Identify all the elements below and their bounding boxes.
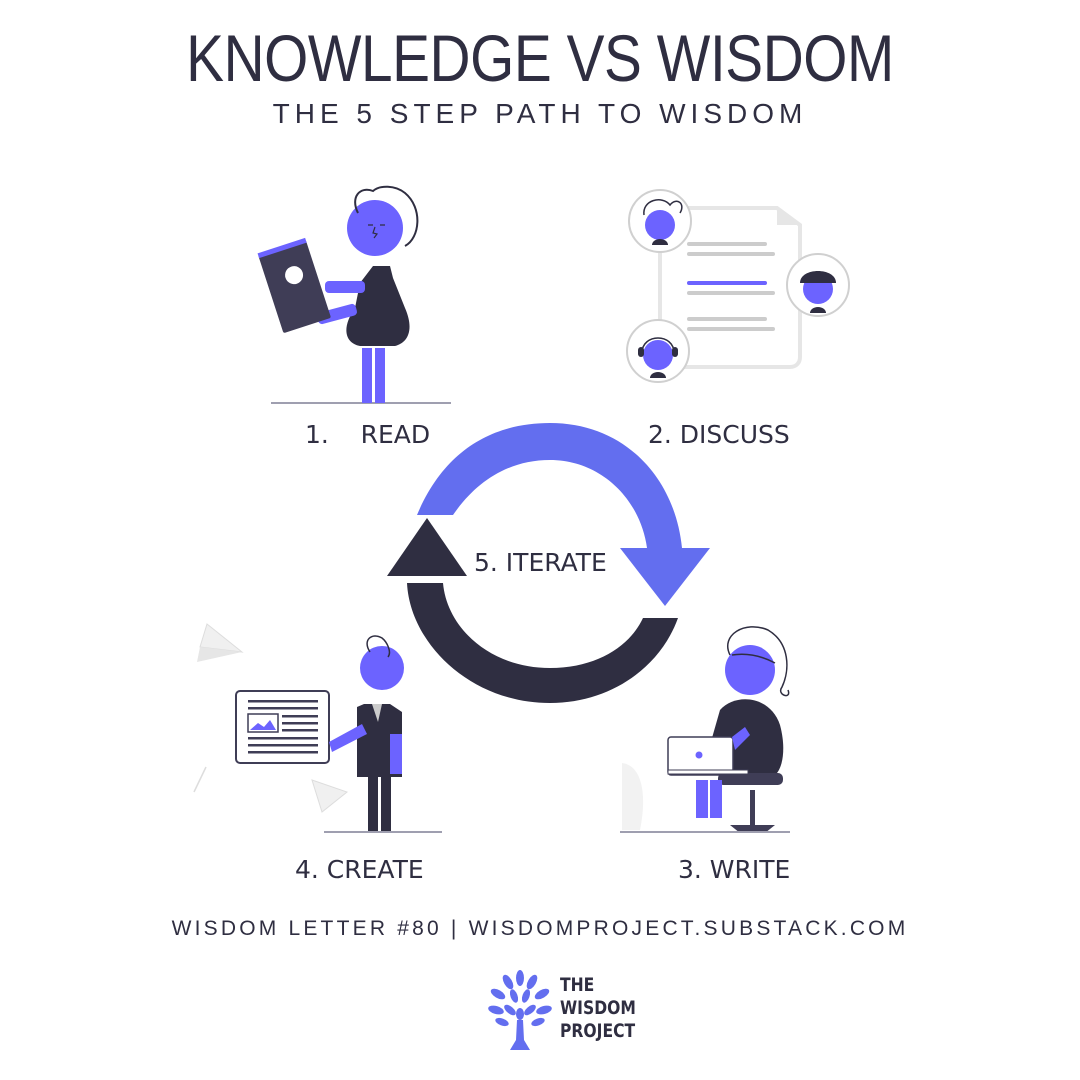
- page-title: KNOWLEDGE VS WISDOM: [186, 21, 894, 95]
- step-label-discuss: 2. DISCUSS: [648, 420, 790, 449]
- logo-line-1: THE: [560, 974, 595, 996]
- cycle-arrows-icon: [385, 418, 715, 708]
- reading-illustration: [255, 183, 455, 408]
- step-label-read: 1. READ: [305, 420, 431, 449]
- writing-illustration: [610, 615, 810, 840]
- tree-icon: [488, 970, 552, 1052]
- step-label-iterate: 5. ITERATE: [474, 548, 607, 577]
- wisdom-project-logo: THE WISDOM PROJECT: [488, 970, 668, 1055]
- discussion-illustration: [622, 185, 852, 385]
- footer-text: WISDOM LETTER #80 | WISDOMPROJECT.SUBSTA…: [171, 917, 909, 940]
- step-label-create: 4. CREATE: [295, 855, 424, 884]
- logo-line-3: PROJECT: [560, 1020, 636, 1042]
- creating-illustration: [192, 612, 452, 837]
- logo-line-2: WISDOM: [560, 997, 636, 1019]
- step-label-write: 3. WRITE: [678, 855, 791, 884]
- page-subtitle: THE 5 STEP PATH TO WISDOM: [272, 98, 808, 129]
